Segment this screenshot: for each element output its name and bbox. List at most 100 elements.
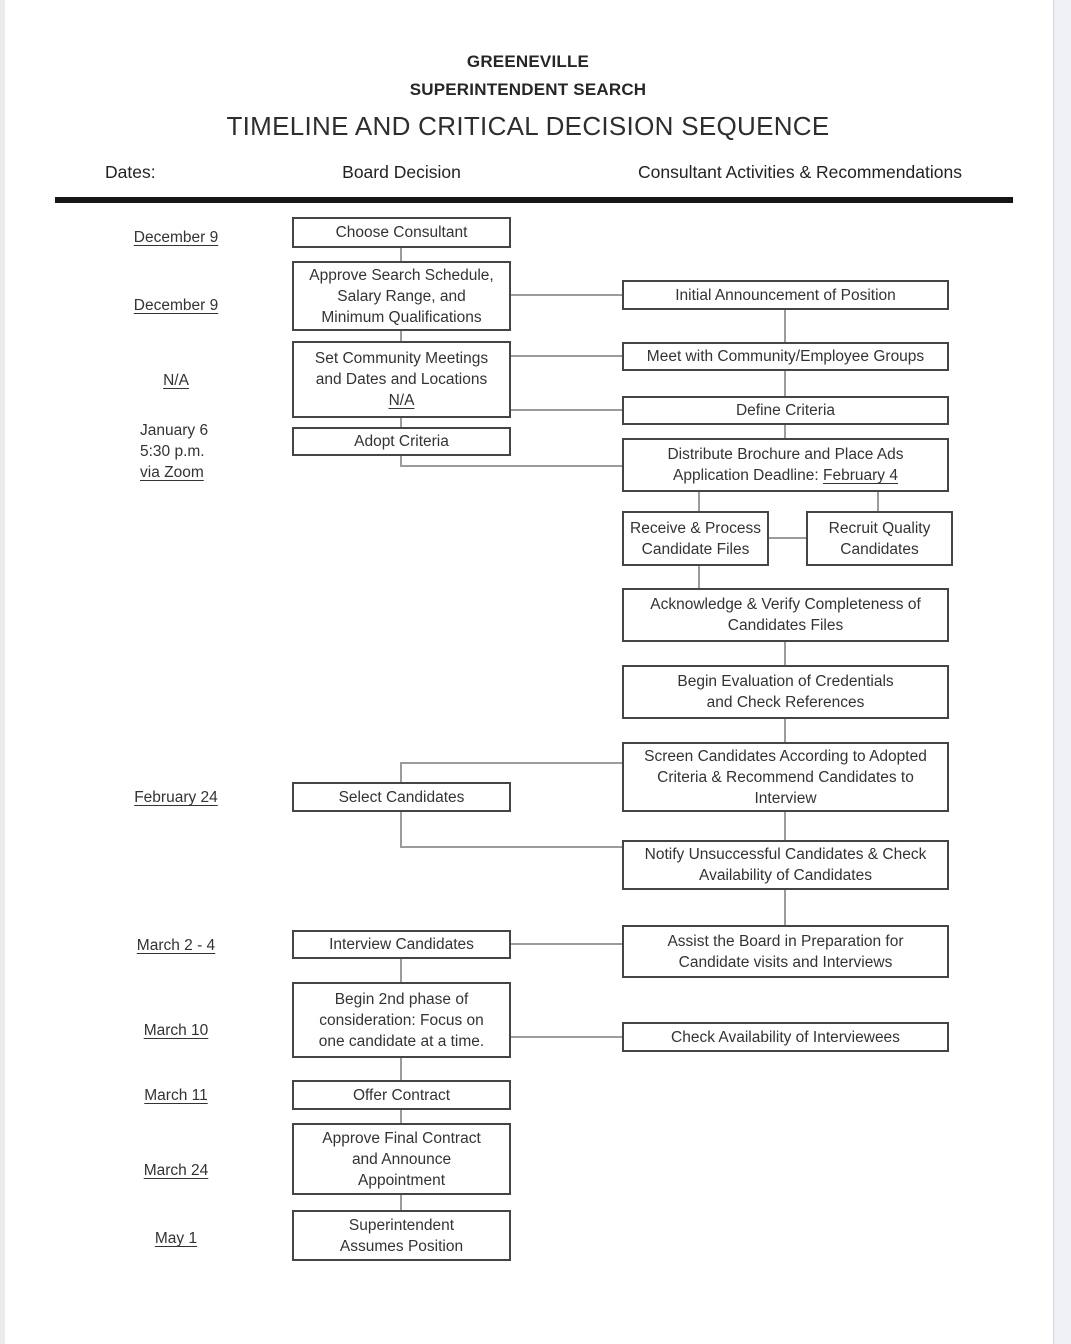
connector-line xyxy=(784,719,786,743)
label-text: Distribute Brochure and Place Ads xyxy=(667,446,904,463)
label-line: Meet with Community/Employee Groups xyxy=(647,346,924,367)
date-december-9-b: December 9 xyxy=(111,295,241,316)
connector-line xyxy=(511,355,622,357)
column-header-dates: Dates: xyxy=(105,162,156,182)
label-text: Define Criteria xyxy=(735,402,836,419)
date-march-2-4: March 2 - 4 xyxy=(111,935,241,956)
label-text: Interview Candidates xyxy=(329,936,474,953)
title-block: GREENEVILLE SUPERINTENDENT SEARCH TIMELI… xyxy=(0,48,1056,142)
label-line: Superintendent xyxy=(349,1215,454,1236)
label-line: Check Availability of Interviewees xyxy=(671,1027,900,1048)
date-march-10: March 10 xyxy=(111,1020,241,1041)
page-edge-right xyxy=(1053,0,1071,1344)
box-offer-contract: Offer Contract xyxy=(292,1080,511,1110)
label-text: Receive & Process xyxy=(630,519,761,537)
label-text: January 6 xyxy=(140,422,209,439)
label-line: via Zoom xyxy=(140,462,250,483)
label-line: 5:30 p.m. xyxy=(140,441,250,462)
underlined-text: March 10 xyxy=(143,1022,209,1039)
connector-line xyxy=(769,537,807,539)
underlined-text: via Zoom xyxy=(140,464,204,481)
label-line: Application Deadline: February 4 xyxy=(673,465,898,486)
label-line: Approve Final Contract xyxy=(322,1128,481,1149)
connector-line xyxy=(511,943,622,945)
label-line: Criteria & Recommend Candidates to xyxy=(657,767,914,788)
label-line: N/A xyxy=(111,370,241,391)
connector-line xyxy=(400,330,402,342)
connector-line xyxy=(511,294,622,296)
label-line: Interview xyxy=(754,788,816,809)
connector-line xyxy=(400,762,402,783)
label-text: and Check References xyxy=(706,694,865,711)
underlined-text: December 9 xyxy=(133,297,219,314)
label-line: Receive & Process xyxy=(630,518,761,539)
label-text: Select Candidates xyxy=(338,788,465,806)
box-begin-evaluation: Begin Evaluation of Credentials and Check… xyxy=(622,665,949,719)
underlined-text: March 24 xyxy=(143,1162,209,1179)
date-march-11: March 11 xyxy=(111,1085,241,1106)
label-line: Appointment xyxy=(358,1170,445,1191)
box-meet-community-groups: Meet with Community/Employee Groups xyxy=(622,342,949,371)
connector-line xyxy=(400,846,622,848)
label-line: Candidate Files xyxy=(642,539,750,560)
label-line: Offer Contract xyxy=(353,1085,450,1106)
date-february-24: February 24 xyxy=(111,787,241,808)
label-text: Candidates xyxy=(840,540,919,558)
box-adopt-criteria: Adopt Criteria xyxy=(292,427,511,456)
label-line: Select Candidates xyxy=(339,787,465,808)
label-line: March 11 xyxy=(111,1085,241,1106)
box-check-availability-interviewees: Check Availability of Interviewees xyxy=(622,1022,949,1052)
label-line: Minimum Qualifications xyxy=(321,307,481,328)
box-select-candidates: Select Candidates xyxy=(292,782,511,812)
connector-line xyxy=(698,492,700,512)
connector-line xyxy=(400,1110,402,1124)
label-line: Salary Range, and xyxy=(337,286,465,307)
label-text: Begin 2nd phase of xyxy=(334,990,469,1008)
connector-line xyxy=(784,890,786,926)
label-line: February 24 xyxy=(111,787,241,808)
connector-line xyxy=(400,418,402,428)
label-line: May 1 xyxy=(111,1228,241,1249)
connector-line xyxy=(400,465,622,467)
label-text: Recruit Quality xyxy=(828,519,931,537)
label-text: Assumes Position xyxy=(339,1237,464,1255)
date-december-9-a: December 9 xyxy=(111,227,241,248)
label-line: Begin Evaluation of Credentials xyxy=(677,671,893,692)
label-line: Assumes Position xyxy=(340,1236,463,1257)
page-title-org: GREENEVILLE xyxy=(466,52,590,71)
label-line: Candidates xyxy=(840,539,918,560)
connector-line xyxy=(784,642,786,666)
date-january-6: January 6 5:30 p.m. via Zoom xyxy=(140,420,250,483)
underlined-text: December 9 xyxy=(133,229,219,246)
connector-line xyxy=(511,409,622,411)
underlined-text: March 2 - 4 xyxy=(136,937,216,954)
header-divider-rule xyxy=(55,197,1013,203)
connector-line xyxy=(400,248,402,262)
label-text: Notify Unsuccessful Candidates & Check xyxy=(644,846,927,863)
label-line: March 10 xyxy=(111,1020,241,1041)
label-text: Criteria & Recommend Candidates to xyxy=(657,768,914,786)
underlined-text: February 4 xyxy=(822,467,898,484)
label-line: and Check References xyxy=(707,692,865,713)
label-text: Screen Candidates According to Adopted xyxy=(644,747,927,765)
label-line: Begin 2nd phase of xyxy=(335,989,469,1010)
label-line: one candidate at a time. xyxy=(319,1031,484,1052)
label-text: and Announce xyxy=(351,1150,452,1168)
label-line: Candidate visits and Interviews xyxy=(679,952,893,973)
connector-line xyxy=(877,492,879,512)
label-line: Distribute Brochure and Place Ads xyxy=(667,444,903,465)
label-text: Set Community Meetings xyxy=(314,350,489,367)
label-text: Offer Contract xyxy=(352,1086,451,1104)
label-line: Acknowledge & Verify Completeness of xyxy=(650,594,921,615)
label-line: Define Criteria xyxy=(736,400,835,421)
label-line: Set Community Meetings xyxy=(315,348,488,369)
connector-line xyxy=(400,456,402,467)
